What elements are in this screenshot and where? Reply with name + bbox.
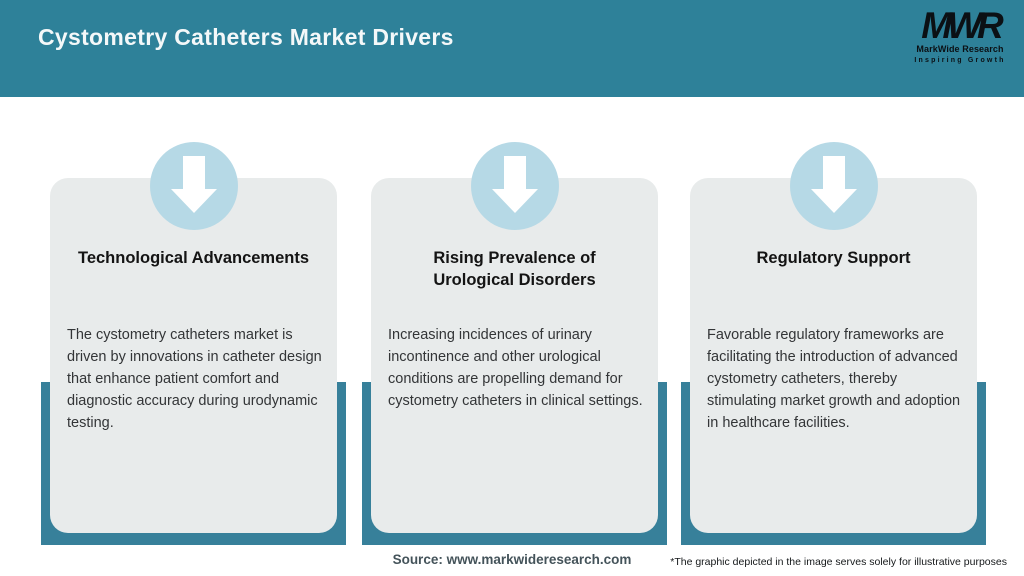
markwide-logo: MWR MarkWide Research Inspiring Growth [910,5,1010,64]
card-technological-advancements: Technological Advancements The cystometr… [50,142,337,533]
header-banner: Cystometry Catheters Market Drivers MWR … [0,0,1024,97]
down-arrow-icon [789,142,878,230]
card-title: Technological Advancements [77,249,310,267]
disclaimer-text: *The graphic depicted in the image serve… [670,556,1007,568]
card-body: Favorable regulatory frameworks are faci… [707,327,961,431]
page-title: Cystometry Catheters Market Drivers [38,24,454,50]
card-body: Increasing incidences of urinary inconti… [388,327,643,409]
down-arrow-icon [149,142,238,230]
source-text: Source: www.markwideresearch.com [392,552,632,567]
logo-tagline: Inspiring Growth [914,57,1006,64]
card-body: The cystometry catheters market is drive… [67,327,322,431]
card-rising-prevalence: Rising Prevalence of Urological Disorder… [371,142,658,533]
card-title: Rising Prevalence of Urological Disorder… [433,249,596,289]
logo-monogram: MWR [921,5,1003,46]
card-title: Regulatory Support [756,249,911,267]
down-arrow-icon [470,142,559,230]
card-regulatory-support: Regulatory Support Favorable regulatory … [690,142,977,533]
logo-name: MarkWide Research [916,44,1004,54]
